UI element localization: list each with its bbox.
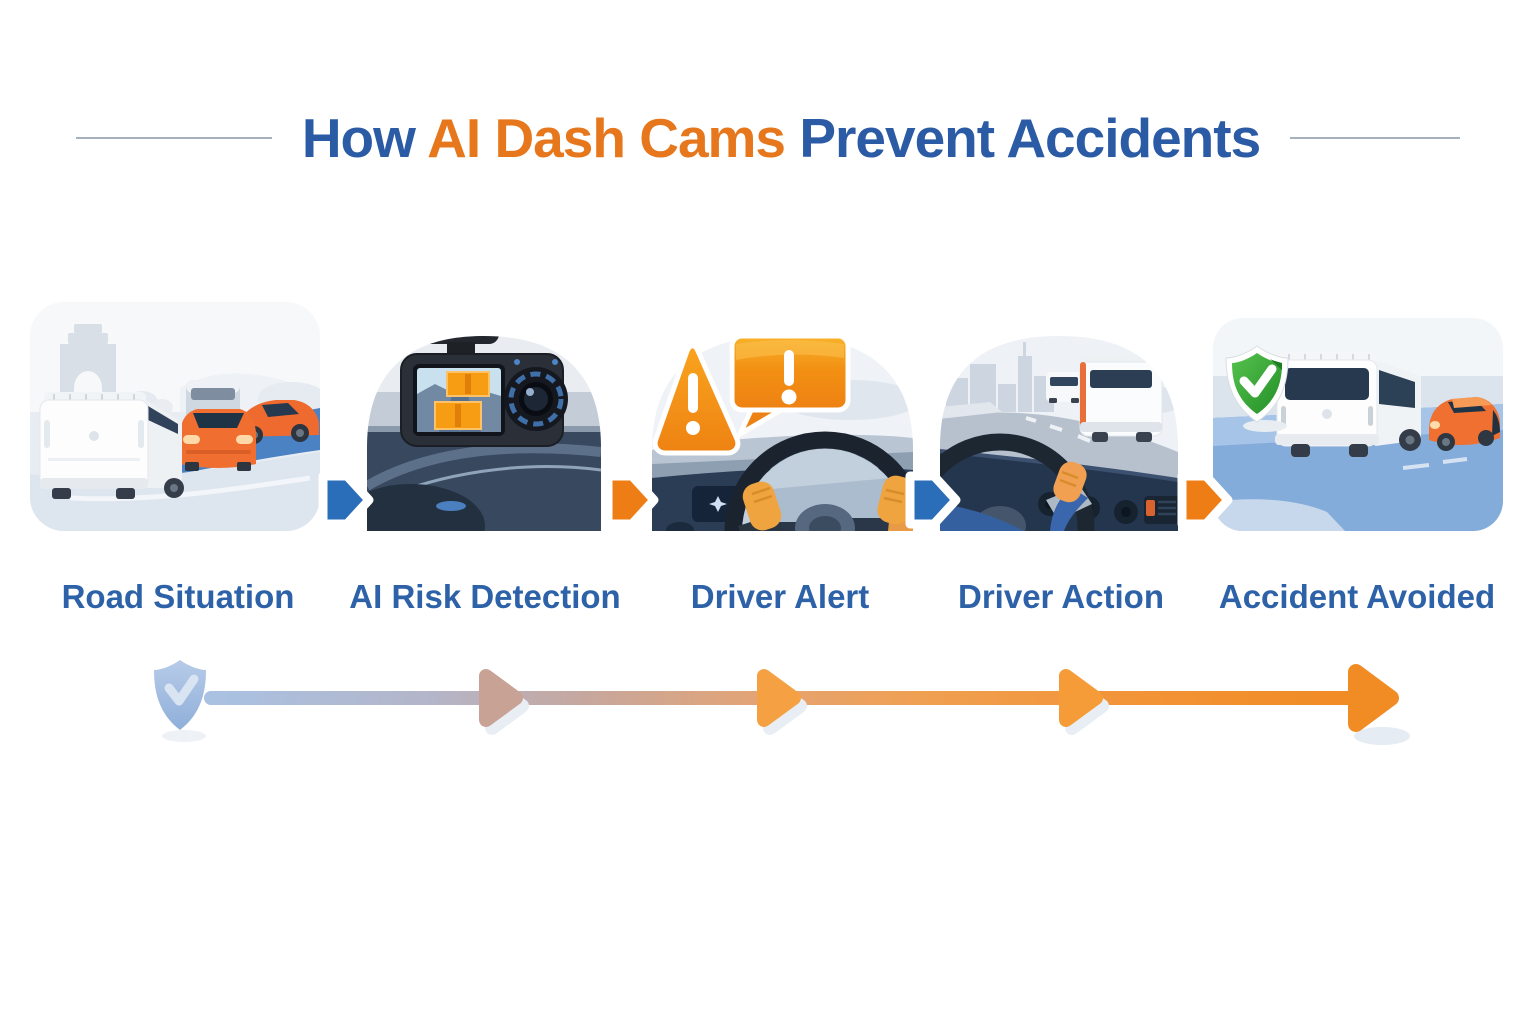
timeline-arrowhead-2 [757, 669, 807, 735]
flow-arrow-2-orange [603, 471, 659, 529]
step-label-accident-avoided: Accident Avoided [1218, 578, 1496, 615]
flow-arrow-1-blue [318, 471, 374, 529]
title-prefix: How [301, 107, 416, 169]
title-divider-right [1290, 137, 1461, 139]
step-label-road-situation: Road Situation [61, 578, 295, 615]
white-car-ahead [1046, 372, 1082, 403]
detected-risk-box-near [434, 401, 482, 430]
driver-hand [1046, 461, 1092, 531]
title-row: How AI Dash Cams Prevent Accidents [0, 106, 1536, 170]
step-label-driver-alert: Driver Alert [690, 578, 870, 615]
page-title: How AI Dash Cams Prevent Accidents [301, 106, 1261, 170]
orange-car [1429, 397, 1500, 451]
timeline-arrowhead-final [1348, 664, 1410, 745]
orange-car-rear [180, 409, 256, 471]
dashboard-vent [1144, 496, 1178, 524]
timeline-arrowhead-1 [479, 669, 529, 735]
flow-arrow-4-orange [1177, 471, 1233, 529]
panel-ai-risk-detection [367, 336, 601, 531]
white-van [1275, 352, 1421, 457]
orange-car-side [236, 400, 319, 444]
dash-cam-icon [400, 336, 568, 447]
camera-lens-icon [504, 367, 568, 431]
white-van-rear [39, 392, 184, 499]
title-suffix: Prevent Accidents [799, 107, 1261, 169]
timeline-shield-icon [154, 660, 206, 742]
timeline-arrowhead-3 [1059, 669, 1109, 735]
title-divider-left [75, 137, 272, 139]
title-highlight: AI Dash Cams [427, 107, 786, 169]
panel-accident-avoided [1213, 318, 1503, 531]
shield-check-icon [1225, 345, 1289, 432]
step-label-driver-action: Driver Action [958, 578, 1164, 615]
panel-driver-alert [652, 333, 913, 531]
alert-speech-bubble-icon [729, 333, 851, 441]
white-van-ahead [1079, 356, 1163, 442]
progress-timeline [154, 660, 1410, 745]
detected-risk-box-far [446, 371, 490, 397]
flow-arrow-3-blue [905, 471, 961, 529]
sparkle-icon [709, 496, 727, 512]
step-label-ai-risk-detection: AI Risk Detection [349, 578, 621, 615]
warning-triangle-icon [652, 343, 741, 456]
left-hand [738, 481, 788, 531]
panel-road-situation [30, 302, 320, 531]
panel-driver-action [940, 336, 1178, 531]
